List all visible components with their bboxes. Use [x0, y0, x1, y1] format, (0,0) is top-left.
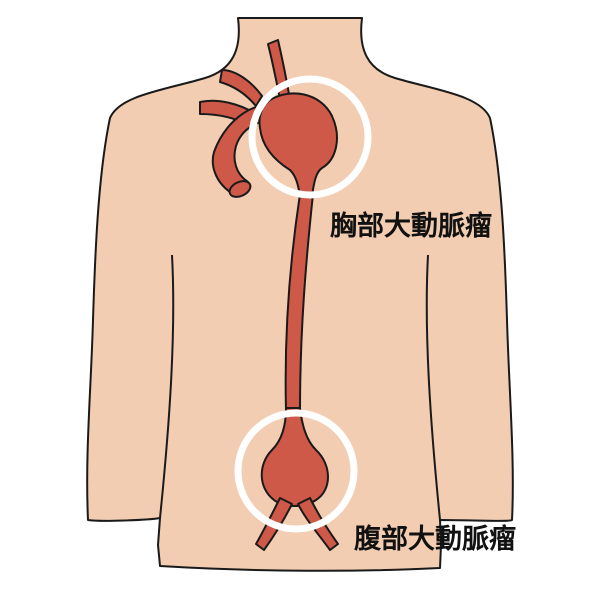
left-arm-line [159, 254, 175, 519]
right-arm-line [425, 254, 441, 521]
arch-opening [228, 180, 252, 198]
thoracic-highlight-ring [248, 75, 372, 199]
thoracic-aortic-aneurysm-label: 胸部大動脈瘤 [330, 211, 492, 242]
abdominal-aortic-aneurysm-label: 腹部大動脈瘤 [354, 524, 516, 555]
abdominal-highlight-ring [234, 409, 358, 533]
